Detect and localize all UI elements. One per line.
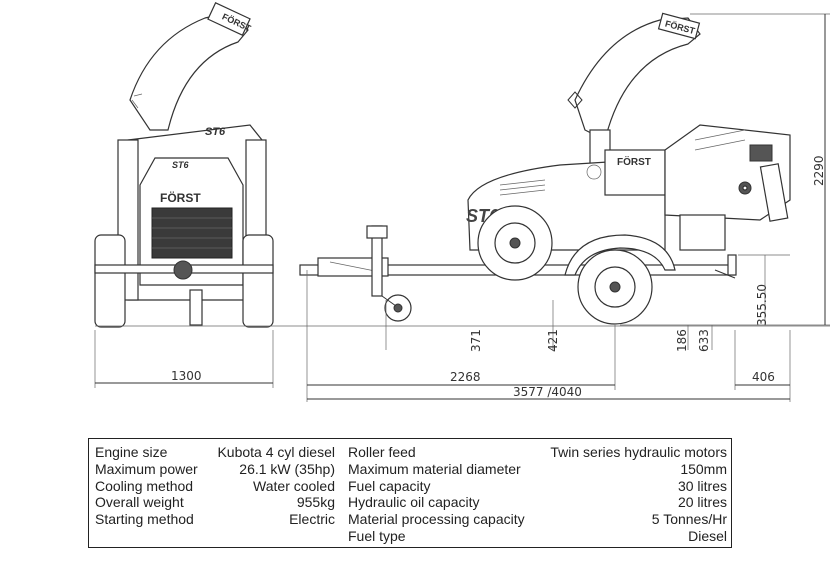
spec-value: 955kg bbox=[296, 494, 335, 511]
spec-value: 30 litres bbox=[677, 477, 727, 494]
spec-label: Starting method bbox=[95, 511, 194, 528]
spec-value: Water cooled bbox=[253, 477, 335, 494]
spec-value: 150mm bbox=[680, 460, 727, 477]
spec-values-left: Kubota 4 cyl diesel 26.1 kW (35hp) Water… bbox=[215, 444, 335, 528]
spec-value: 5 Tonnes/Hr bbox=[651, 511, 727, 528]
spec-label: Roller feed bbox=[348, 444, 416, 460]
specifications-table: Engine size Maximum power Cooling method… bbox=[88, 438, 732, 548]
height-label: 2290 bbox=[812, 155, 826, 186]
side-view: FÖRST ST6 FÖRST bbox=[299, 12, 791, 325]
spec-label: Fuel capacity bbox=[348, 477, 431, 494]
spec-labels-right: Roller feed Maximum material diameter Fu… bbox=[348, 444, 568, 545]
overall-length-label: 3577 /4040 bbox=[513, 385, 582, 399]
tyre-height-label: 633 bbox=[697, 329, 711, 352]
spec-value: Diesel bbox=[688, 527, 727, 544]
spec-label: Material processing capacity bbox=[348, 511, 525, 528]
technical-drawing: FÖRST ST6 ST6 FÖRST 1300 bbox=[94, 2, 830, 402]
spec-label: Engine size bbox=[95, 444, 168, 460]
spec-value: Twin series hydraulic motors bbox=[550, 444, 727, 460]
spec-label: Maximum power bbox=[95, 460, 198, 477]
front-logo: FÖRST bbox=[160, 190, 201, 205]
side-vertical-dimensions: 371 421 186 633 355.50 bbox=[385, 254, 790, 352]
spec-value: 20 litres bbox=[677, 494, 727, 511]
spec-labels-left: Engine size Maximum power Cooling method… bbox=[95, 444, 215, 528]
spec-label: Cooling method bbox=[95, 477, 194, 494]
spec-value: 26.1 kW (35hp) bbox=[239, 460, 335, 477]
rear-overhang-label: 406 bbox=[752, 370, 775, 384]
side-horizontal-dimensions: 2268 406 3577 /4040 bbox=[306, 270, 791, 402]
axle-height-label: 186 bbox=[675, 329, 689, 352]
spec-label: Maximum material diameter bbox=[348, 460, 521, 477]
spec-label: Overall weight bbox=[95, 494, 184, 511]
spec-values-right: Twin series hydraulic motors 150mm 30 li… bbox=[509, 444, 727, 545]
drawbar-height-label: 421 bbox=[546, 329, 560, 352]
spec-label: Hydraulic oil capacity bbox=[348, 494, 480, 511]
front-width-dimension: 1300 bbox=[94, 330, 274, 388]
model-badge-cowl: ST6 bbox=[172, 160, 190, 170]
model-badge-front: ST6 bbox=[205, 126, 226, 138]
wheelbase-label: 2268 bbox=[450, 370, 481, 384]
side-logo: FÖRST bbox=[617, 155, 651, 168]
spec-value: Electric bbox=[289, 511, 335, 528]
jockey-height-label: 371 bbox=[469, 329, 483, 352]
spec-value: Kubota 4 cyl diesel bbox=[217, 444, 335, 460]
hopper-height-label: 355.50 bbox=[755, 284, 769, 326]
front-view: FÖRST ST6 ST6 FÖRST bbox=[94, 2, 274, 328]
front-width-label: 1300 bbox=[171, 369, 202, 383]
height-dimension: 2290 bbox=[620, 13, 830, 326]
spec-label: Fuel type bbox=[348, 527, 406, 544]
